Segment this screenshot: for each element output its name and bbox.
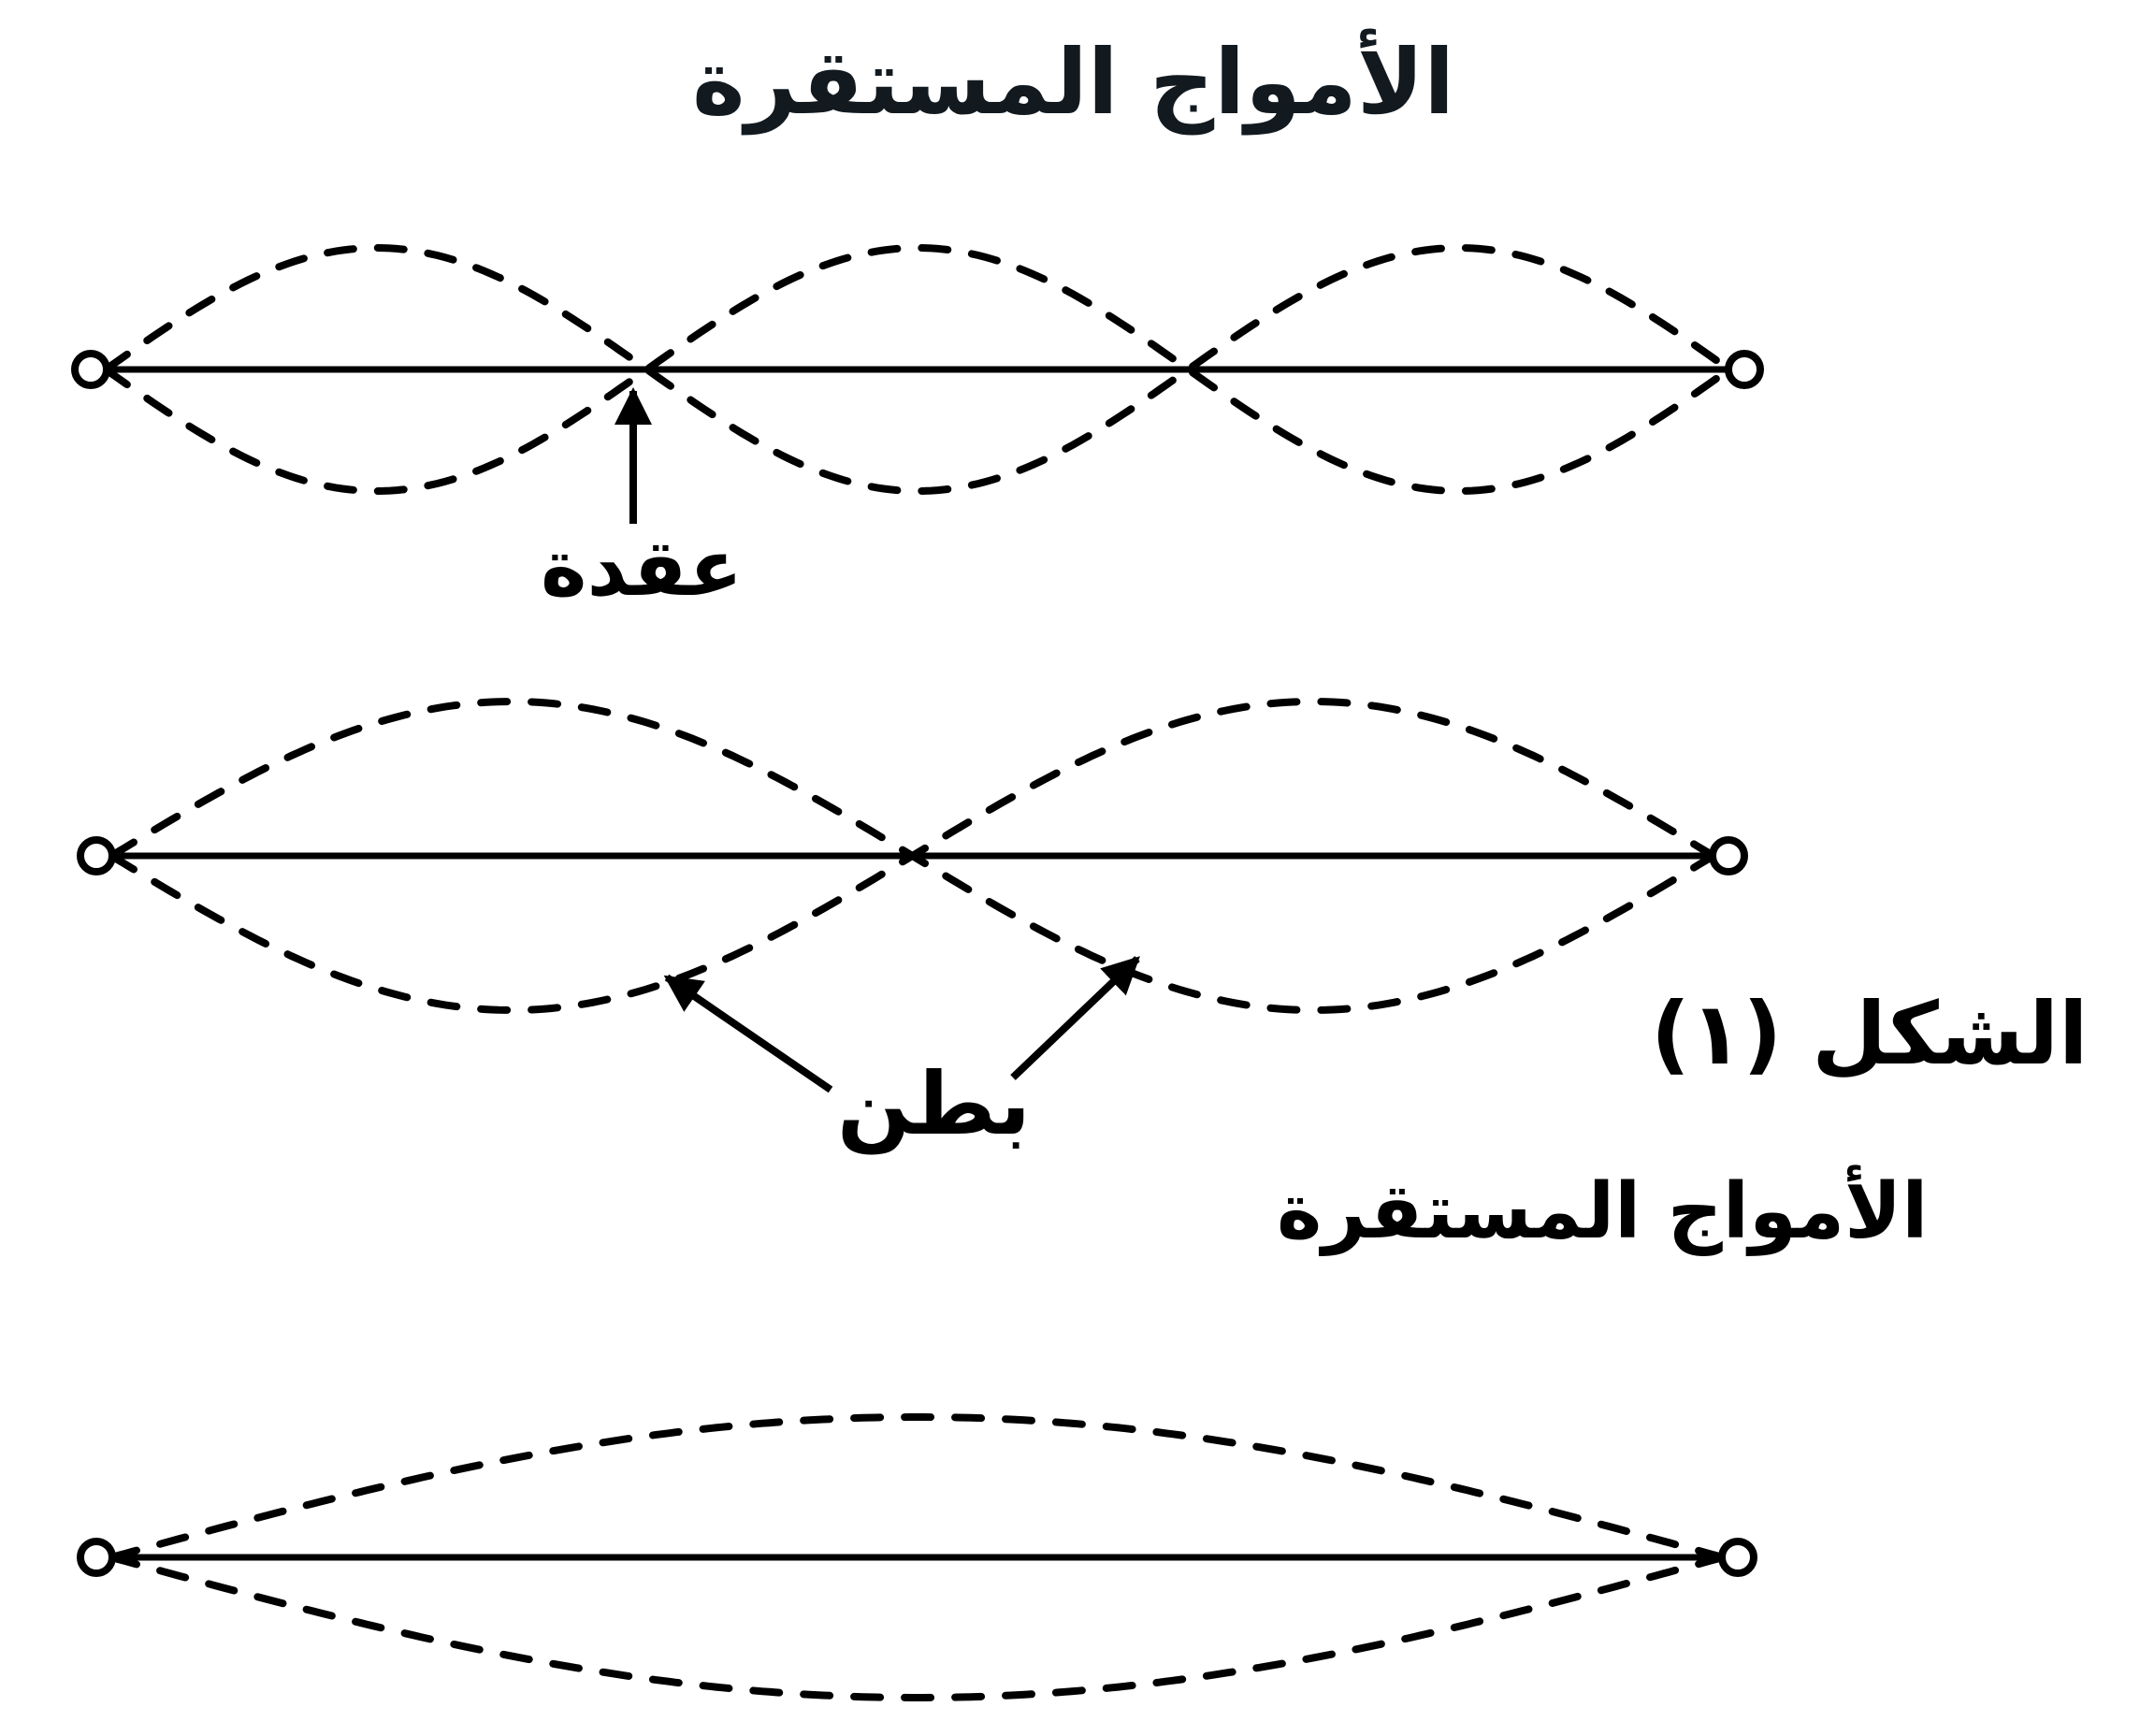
lower-envelope-dashed <box>108 1554 1727 1701</box>
antinode-label: بطن <box>837 1054 1031 1154</box>
diagram-title-bottom: الأمواج المستقرة <box>1277 1167 1929 1256</box>
lower-envelope-dashed <box>102 243 1733 496</box>
upper-envelope-dashed <box>102 243 1733 496</box>
fixed-end-left <box>77 836 116 875</box>
fixed-end-right <box>1725 350 1764 389</box>
figure-caption: الشكل (١) <box>1651 984 2089 1084</box>
diagram-title-top: الأمواج المستقرة <box>692 30 1455 135</box>
node-label: عقدة <box>541 522 743 614</box>
upper-envelope-dashed <box>108 1413 1727 1561</box>
one-loop-wave <box>77 1413 1757 1701</box>
antinode-arrow-left <box>663 974 833 1093</box>
waves-layer <box>71 243 1764 1701</box>
three-loop-wave <box>71 243 1764 496</box>
fixed-end-right <box>1718 1538 1757 1577</box>
antinode-arrow-right <box>1010 956 1140 1080</box>
fixed-end-left <box>71 350 110 389</box>
two-loop-wave <box>77 697 1748 1015</box>
fixed-end-left <box>77 1538 116 1577</box>
fixed-end-right <box>1709 836 1748 875</box>
arrows-layer <box>615 387 1140 1093</box>
lower-envelope-dashed <box>108 697 1717 1015</box>
